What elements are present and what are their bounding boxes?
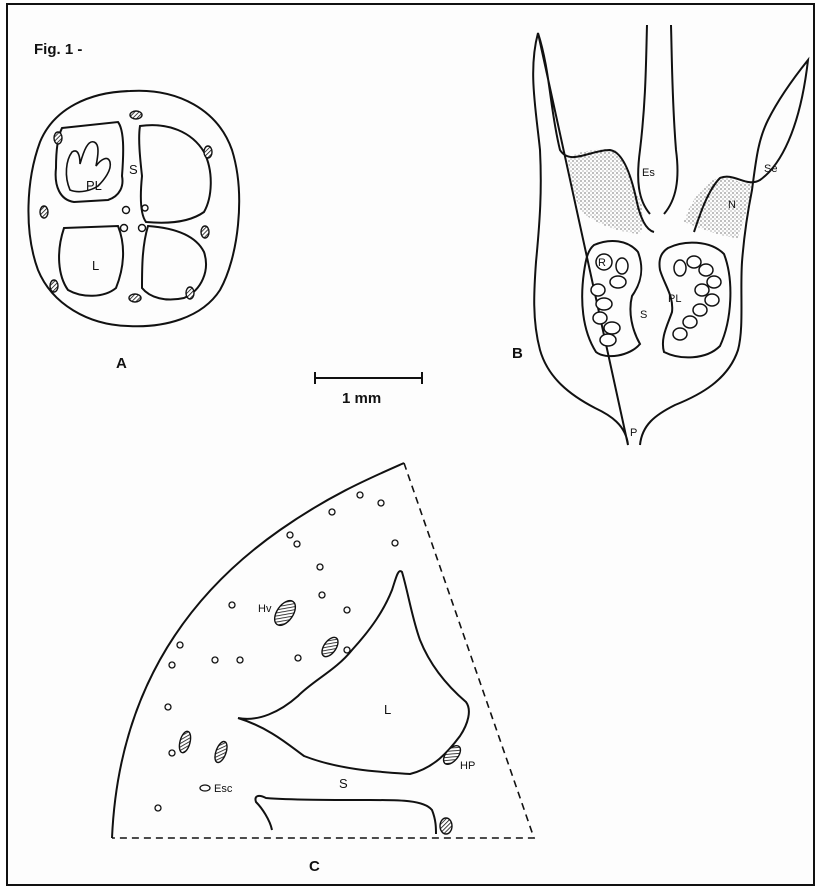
label-c-l: L <box>384 702 391 717</box>
panel-b-letter: B <box>512 345 523 362</box>
label-c-esc: Esc <box>214 783 233 795</box>
locule-lower-right <box>142 226 206 300</box>
septum-c <box>255 796 436 834</box>
sector-arc <box>112 463 404 838</box>
label-b-p: P <box>630 427 637 439</box>
panel-a-letter: A <box>116 355 127 372</box>
label-c-hv: Hv <box>258 603 272 615</box>
style-column <box>638 25 677 214</box>
panel-c-letter: C <box>309 858 320 875</box>
label-b-n: N <box>728 199 736 211</box>
stem-cross-section-outline <box>28 91 239 327</box>
label-b-r: R <box>598 257 606 269</box>
label-b-pl: PL <box>668 293 681 305</box>
label-c-s: S <box>339 776 348 791</box>
panel-b <box>533 25 808 445</box>
flower-outline <box>533 33 808 445</box>
scale-bar <box>315 372 422 384</box>
locule-c <box>238 571 469 774</box>
panel-c-bundles-hatched <box>177 597 463 834</box>
panel-a <box>28 91 239 327</box>
locule-upper-right <box>139 125 211 223</box>
scale-bar-label: 1 mm <box>342 390 381 407</box>
label-a-pl: PL <box>86 178 102 193</box>
label-c-hp: HP <box>460 760 475 772</box>
label-a-l: L <box>92 258 99 273</box>
figure-title: Fig. 1 - <box>34 41 82 58</box>
label-b-se: Se <box>764 163 777 175</box>
label-a-s: S <box>129 162 138 177</box>
label-b-s: S <box>640 309 647 321</box>
label-b-es: Es <box>642 167 655 179</box>
panel-c-bundles-open <box>155 492 398 811</box>
